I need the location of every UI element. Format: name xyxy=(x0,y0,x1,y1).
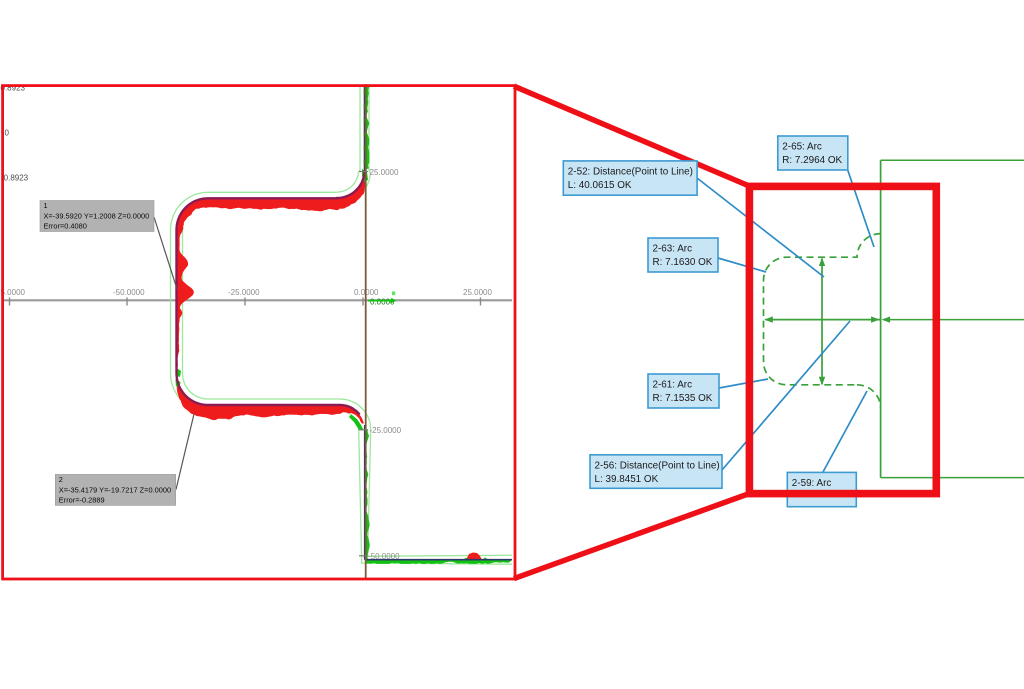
svg-text:2-52: Distance(Point to Line): 2-52: Distance(Point to Line) xyxy=(568,166,693,177)
svg-text:-50.0000: -50.0000 xyxy=(368,552,400,561)
svg-text:25.0000: 25.0000 xyxy=(463,288,492,297)
svg-text:L: 39.8451 OK: L: 39.8451 OK xyxy=(595,474,659,485)
svg-text:-25.0000: -25.0000 xyxy=(228,288,260,297)
svg-text:-50.0000: -50.0000 xyxy=(113,288,145,297)
svg-text:0.8923: 0.8923 xyxy=(1,84,26,93)
svg-text:-0.8923: -0.8923 xyxy=(1,174,29,183)
svg-text:X=-35.4179 Y=-19.7217 Z=0.0000: X=-35.4179 Y=-19.7217 Z=0.0000 xyxy=(59,485,171,494)
svg-text:2-63: Arc: 2-63: Arc xyxy=(653,244,693,255)
svg-text:2-59: Arc: 2-59: Arc xyxy=(792,478,832,489)
svg-text:2-65: Arc: 2-65: Arc xyxy=(782,142,822,153)
svg-text:25.0000: 25.0000 xyxy=(370,168,399,177)
svg-text:R: 7.1630 OK: R: 7.1630 OK xyxy=(653,257,713,268)
svg-text:2-56: Distance(Point to Line): 2-56: Distance(Point to Line) xyxy=(595,460,720,471)
svg-text:R: 7.1535 OK: R: 7.1535 OK xyxy=(653,393,713,404)
svg-text:0.0000: 0.0000 xyxy=(370,298,395,307)
svg-text:1: 1 xyxy=(44,201,48,210)
svg-text:0: 0 xyxy=(5,129,10,138)
svg-text:X=-39.5920 Y=1.2008 Z=0.0000: X=-39.5920 Y=1.2008 Z=0.0000 xyxy=(44,211,150,220)
svg-text:2-61: Arc: 2-61: Arc xyxy=(653,380,693,391)
svg-text:2: 2 xyxy=(59,475,63,484)
svg-text:Error=-0.2889: Error=-0.2889 xyxy=(59,496,105,505)
svg-text:L: 40.0615 OK: L: 40.0615 OK xyxy=(568,180,632,191)
svg-text:-25.0000: -25.0000 xyxy=(370,426,402,435)
svg-text:Error=0.4080: Error=0.4080 xyxy=(44,222,87,231)
svg-text:R: 7.2964 OK: R: 7.2964 OK xyxy=(782,155,842,166)
svg-text:5.0000: 5.0000 xyxy=(1,288,26,297)
